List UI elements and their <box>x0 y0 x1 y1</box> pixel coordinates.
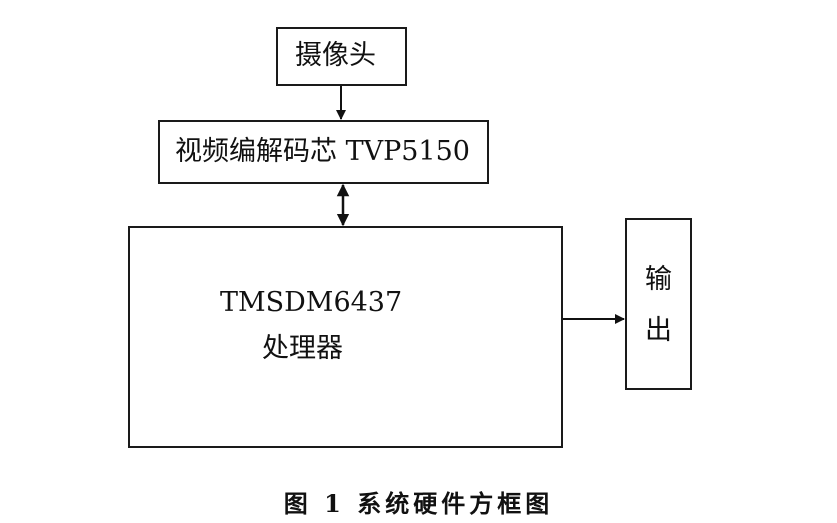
processor-model-label: TMSDM6437 <box>220 287 403 318</box>
video-decoder-label: 视频编解码芯 TVP5150 <box>175 136 470 167</box>
video-decoder-block <box>158 120 489 184</box>
processor-block <box>128 226 563 448</box>
camera-block <box>276 27 407 86</box>
processor-type-label: 处理器 <box>262 333 343 364</box>
output-label-first-char: 输 <box>645 264 672 295</box>
figure-caption: 图 1 系统硬件方框图 <box>283 489 554 518</box>
output-block <box>625 218 692 390</box>
output-label-second-char: 出 <box>645 315 672 346</box>
camera-label: 摄像头 <box>295 40 376 71</box>
